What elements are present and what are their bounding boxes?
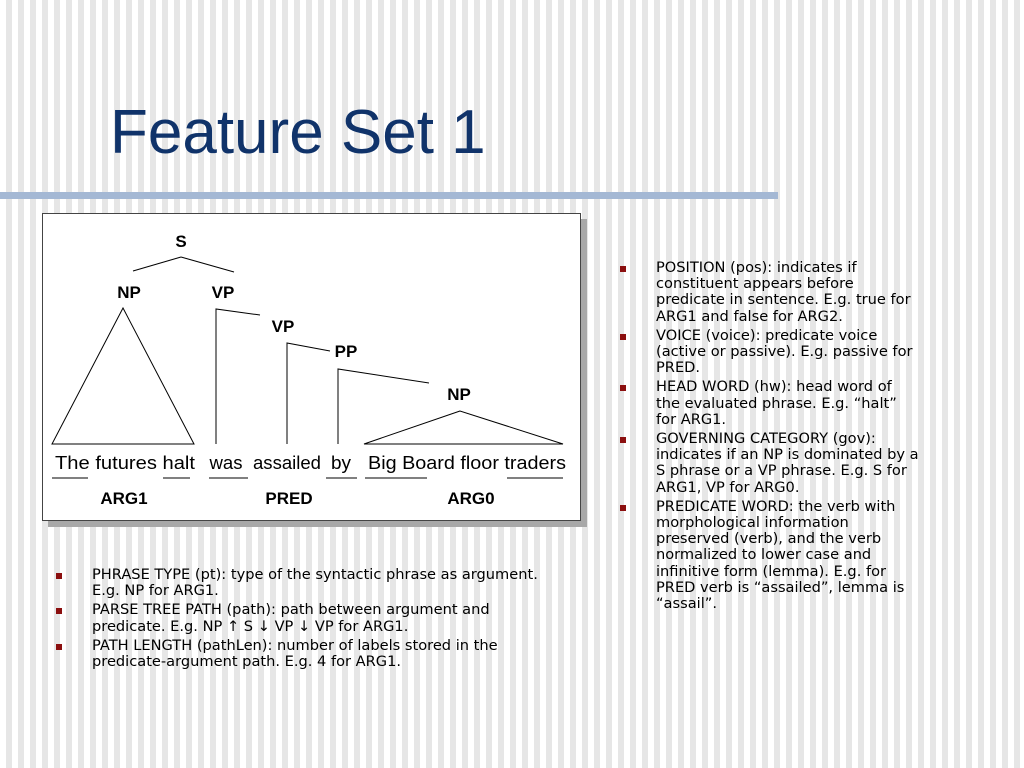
role-arg1: ARG1 bbox=[100, 489, 147, 508]
bullet-square-icon bbox=[56, 608, 62, 615]
triangle-np-arg1 bbox=[51, 306, 195, 445]
word-by: by bbox=[331, 453, 351, 473]
feature-head-word: HEAD WORD (hw): head word of the evaluat… bbox=[656, 378, 897, 428]
bullet-square-icon bbox=[620, 385, 626, 392]
edge-s-vp bbox=[180, 256, 235, 273]
feature-governing-category: GOVERNING CATEGORY (gov): indicates if a… bbox=[656, 430, 919, 496]
list-item: PARSE TREE PATH (path): path between arg… bbox=[56, 602, 546, 634]
role-arg0: ARG0 bbox=[447, 489, 494, 508]
word-big-board-floor-traders: Big Board floor traders bbox=[368, 453, 566, 473]
bullet-square-icon bbox=[620, 266, 626, 272]
node-pp: PP bbox=[335, 342, 358, 361]
parse-tree-svg: S NP VP VP PP NP The futures halt was as… bbox=[51, 232, 566, 508]
feature-position: POSITION (pos): indicates if constituent… bbox=[656, 259, 911, 325]
triangle-np-arg0 bbox=[363, 410, 564, 445]
title-underline bbox=[0, 192, 778, 199]
list-item: VOICE (voice): predicate voice (active o… bbox=[620, 326, 920, 377]
role-pred: PRED bbox=[265, 489, 312, 508]
list-item: HEAD WORD (hw): head word of the evaluat… bbox=[620, 379, 920, 428]
edge-vp-pp bbox=[286, 342, 331, 444]
word-was: was bbox=[208, 453, 242, 473]
slide-title: Feature Set 1 bbox=[110, 98, 486, 167]
parse-tree-diagram: S NP VP VP PP NP The futures halt was as… bbox=[42, 213, 581, 521]
node-vp-top: VP bbox=[212, 283, 235, 302]
list-item: PREDICATE WORD: the verb with morphologi… bbox=[620, 497, 920, 613]
bullet-square-icon bbox=[56, 573, 62, 579]
feature-list-right: POSITION (pos): indicates if constituent… bbox=[620, 259, 920, 615]
feature-predicate-word: PREDICATE WORD: the verb with morphologi… bbox=[656, 497, 905, 613]
node-np-object: NP bbox=[447, 385, 471, 404]
list-item: GOVERNING CATEGORY (gov): indicates if a… bbox=[620, 430, 920, 496]
edge-vp-vp bbox=[215, 308, 261, 444]
list-item: PATH LENGTH (pathLen): number of labels … bbox=[56, 636, 546, 671]
node-np-subject: NP bbox=[117, 283, 141, 302]
bullet-square-icon bbox=[620, 437, 626, 444]
node-s: S bbox=[175, 232, 186, 251]
node-vp-inner: VP bbox=[272, 317, 295, 336]
bullet-square-icon bbox=[56, 643, 62, 650]
edge-s-np bbox=[132, 256, 182, 272]
bullet-square-icon bbox=[620, 333, 626, 340]
list-item: POSITION (pos): indicates if constituent… bbox=[620, 259, 920, 325]
feature-phrase-type: PHRASE TYPE (pt): type of the syntactic … bbox=[92, 566, 538, 600]
feature-parse-tree-path: PARSE TREE PATH (path): path between arg… bbox=[92, 601, 490, 635]
feature-voice: VOICE (voice): predicate voice (active o… bbox=[656, 326, 913, 377]
feature-list-bottom: PHRASE TYPE (pt): type of the syntactic … bbox=[56, 566, 546, 673]
list-item: PHRASE TYPE (pt): type of the syntactic … bbox=[56, 566, 546, 600]
word-assailed: assailed bbox=[253, 453, 321, 473]
feature-path-length: PATH LENGTH (pathLen): number of labels … bbox=[92, 636, 498, 671]
word-the-futures-halt: The futures halt bbox=[55, 453, 195, 473]
bullet-square-icon bbox=[620, 504, 626, 511]
edge-pp-np bbox=[337, 368, 430, 444]
